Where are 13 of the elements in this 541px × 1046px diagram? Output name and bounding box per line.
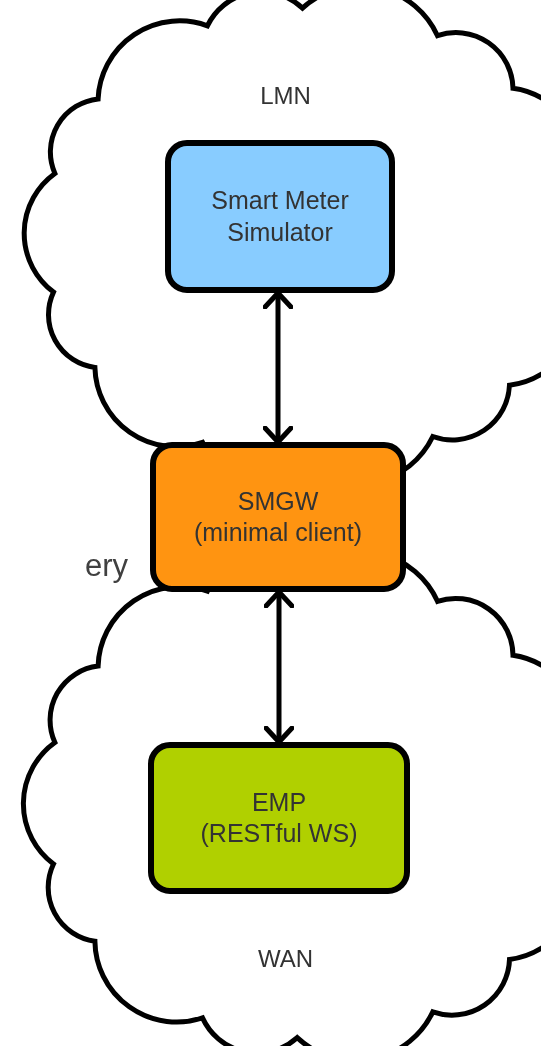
cloud-label: WAN	[257, 945, 314, 973]
cloud-label: LMN	[260, 82, 311, 110]
box-text: Smart Meter Simulator	[210, 185, 350, 248]
box-text: (minimal client)	[193, 517, 363, 548]
process-box	[165, 140, 395, 293]
process-box	[150, 442, 406, 592]
process-box	[148, 742, 410, 894]
text-fragment: ery	[85, 548, 129, 584]
double-arrow	[262, 290, 294, 445]
box-text: EMP	[251, 786, 307, 818]
box-text: SMGW	[237, 485, 319, 517]
double-arrow	[263, 589, 295, 745]
box-text: (RESTful WS)	[200, 818, 358, 849]
